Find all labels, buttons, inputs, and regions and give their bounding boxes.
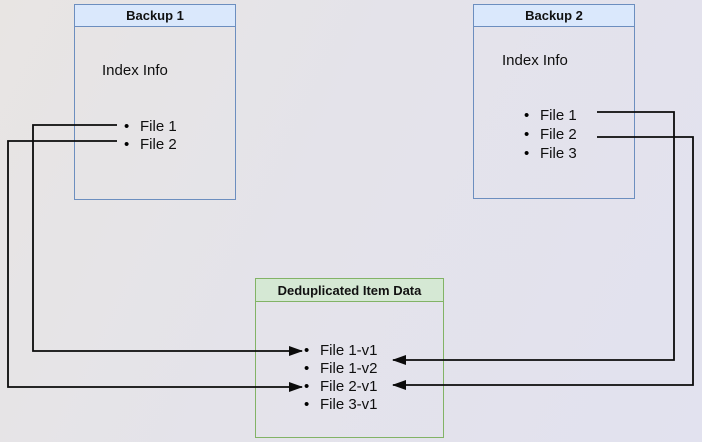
backup1-file-list: • File 1 • File 2 bbox=[124, 117, 177, 153]
list-item: • File 1 bbox=[124, 117, 177, 135]
list-item: • File 1-v2 bbox=[304, 359, 378, 377]
backup1-file-label: File 2 bbox=[140, 135, 177, 153]
bullet-icon: • bbox=[304, 395, 310, 413]
backup1-header: Backup 1 bbox=[75, 5, 235, 27]
bullet-icon: • bbox=[124, 135, 130, 153]
backup1-title: Backup 1 bbox=[126, 8, 184, 23]
dedup-item-label: File 2-v1 bbox=[320, 377, 378, 395]
list-item: • File 3 bbox=[524, 144, 577, 163]
backup2-box: Backup 2 Index Info • File 1 • File 2 • … bbox=[473, 4, 635, 199]
bullet-icon: • bbox=[304, 359, 310, 377]
backup2-file-list: • File 1 • File 2 • File 3 bbox=[524, 106, 577, 163]
backup2-index-info-label: Index Info bbox=[502, 52, 568, 69]
backup1-index-info-label: Index Info bbox=[102, 62, 168, 79]
bullet-icon: • bbox=[304, 377, 310, 395]
bullet-icon: • bbox=[524, 107, 530, 124]
dedup-item-label: File 1-v1 bbox=[320, 341, 378, 359]
dedup-title: Deduplicated Item Data bbox=[277, 282, 422, 298]
dedup-item-list: • File 1-v1 • File 1-v2 • File 2-v1 • Fi… bbox=[304, 341, 378, 413]
dedup-item-label: File 3-v1 bbox=[320, 395, 378, 413]
backup2-file-label: File 1 bbox=[540, 107, 577, 124]
bullet-icon: • bbox=[524, 145, 530, 162]
list-item: • File 3-v1 bbox=[304, 395, 378, 413]
backup2-title: Backup 2 bbox=[525, 8, 583, 23]
backup2-file-label: File 2 bbox=[540, 126, 577, 143]
list-item: • File 2-v1 bbox=[304, 377, 378, 395]
list-item: • File 1 bbox=[524, 106, 577, 125]
bullet-icon: • bbox=[304, 341, 310, 359]
list-item: • File 2 bbox=[124, 135, 177, 153]
dedup-header: Deduplicated Item Data bbox=[256, 279, 443, 302]
dedup-box: Deduplicated Item Data • File 1-v1 • Fil… bbox=[255, 278, 444, 438]
backup1-box: Backup 1 Index Info • File 1 • File 2 bbox=[74, 4, 236, 200]
list-item: • File 1-v1 bbox=[304, 341, 378, 359]
list-item: • File 2 bbox=[524, 125, 577, 144]
bullet-icon: • bbox=[124, 117, 130, 135]
backup1-file-label: File 1 bbox=[140, 117, 177, 135]
bullet-icon: • bbox=[524, 126, 530, 143]
backup2-file-label: File 3 bbox=[540, 145, 577, 162]
backup2-header: Backup 2 bbox=[474, 5, 634, 27]
dedup-item-label: File 1-v2 bbox=[320, 359, 378, 377]
